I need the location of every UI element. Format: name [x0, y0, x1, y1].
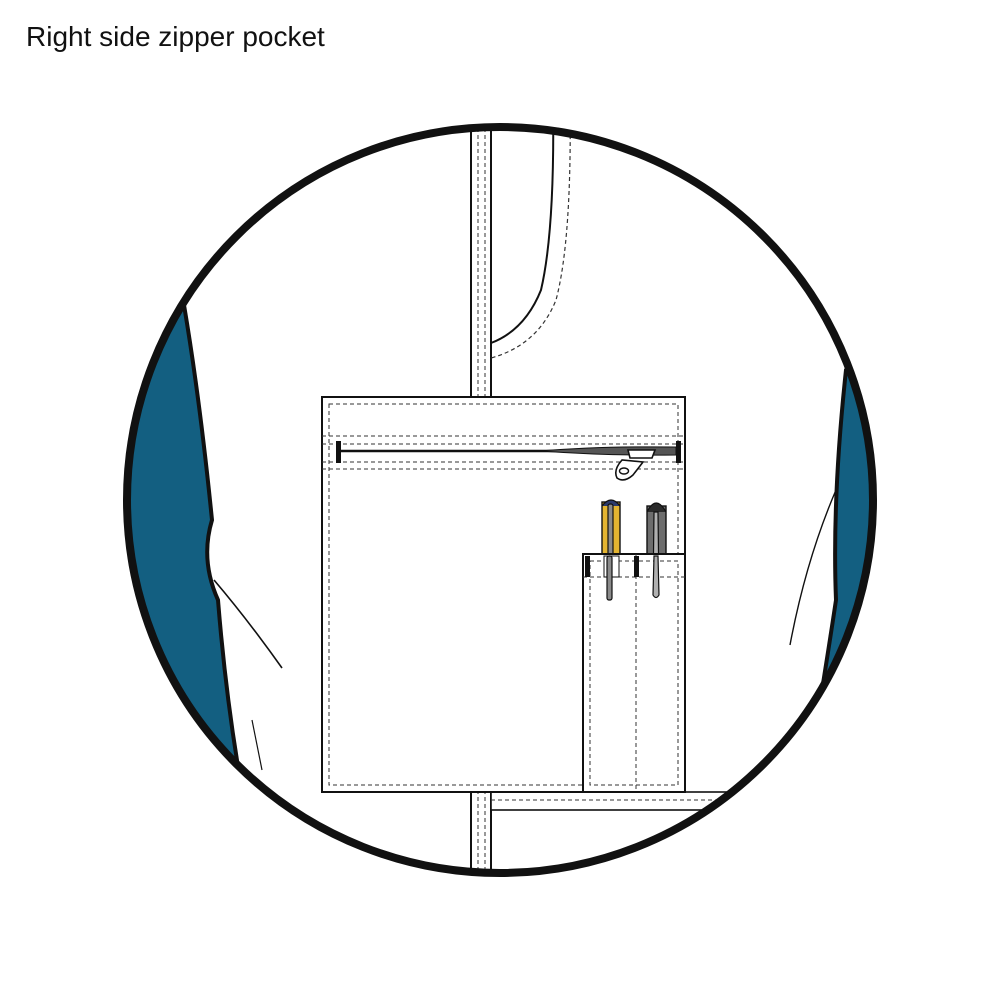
neckline-seam: [490, 127, 555, 344]
pen-pocket: [582, 553, 686, 793]
left-fold-line: [213, 579, 283, 669]
right-fold-line: [789, 489, 837, 646]
left-fold-line-lower: [251, 719, 263, 771]
left-sleeve: [127, 195, 245, 792]
zipper-stop-left: [336, 441, 341, 463]
diagram-caption: Right side zipper pocket: [26, 21, 325, 52]
center-placket: [470, 127, 492, 401]
zipper-pull-icon: [615, 449, 657, 481]
detail-circle-outline: [123, 123, 877, 877]
zipper-stop-right: [676, 441, 681, 463]
neckline-stitch: [490, 127, 571, 359]
